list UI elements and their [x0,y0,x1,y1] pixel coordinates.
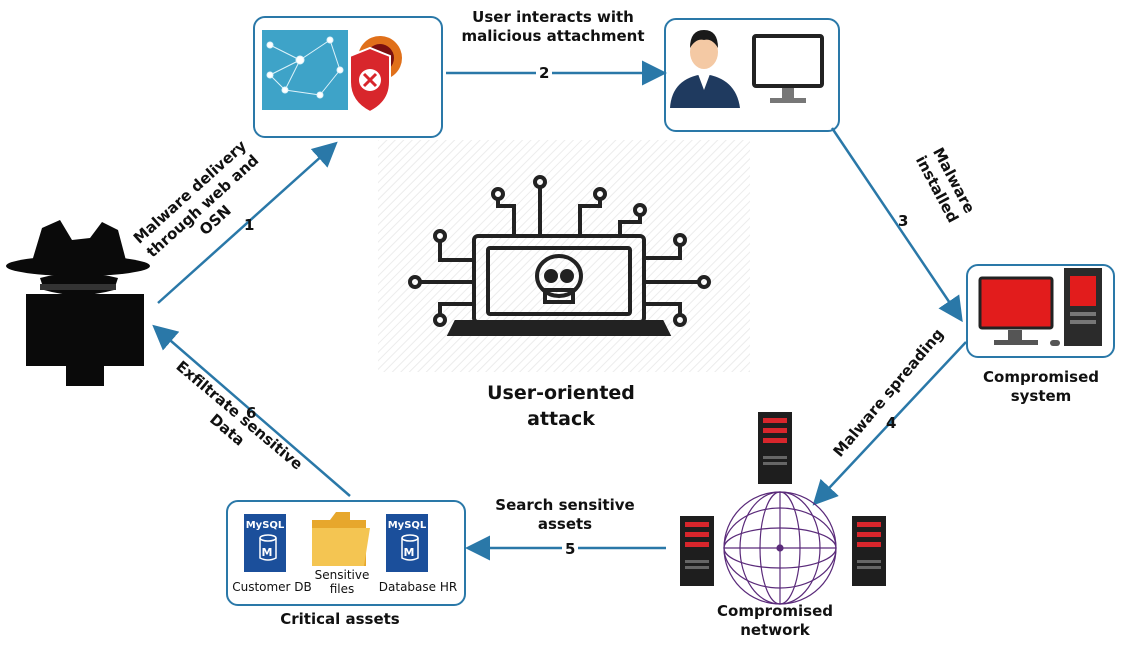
skull-laptop-icon [408,175,711,336]
compromised-system-label: Compromised system [983,368,1099,405]
customer-db-label: Customer DB [232,580,312,594]
mysql-db-icon: MySQL M [386,514,428,572]
step-1-number: 1 [244,216,255,234]
server-icon [680,516,714,586]
mysql-db-icon: MySQL M [244,514,286,572]
step-2-number: 2 [536,64,553,82]
arrow-3 [830,127,963,323]
svg-text:M: M [404,546,415,559]
step-2-label: User interacts with malicious attachment [461,8,645,45]
step-5-label: Search sensitive assets [495,496,635,533]
user-icon [670,30,740,108]
arrow-1 [157,141,338,304]
hacker-icon [6,220,150,386]
server-icon [758,412,792,484]
sensitive-files-label: Sensitive files [314,568,370,596]
shield-x-icon [349,46,391,114]
network-web-icon [262,30,348,110]
computer-icon [978,268,1102,346]
step-3-number: 3 [898,212,909,230]
critical-assets-title: Critical assets [280,610,400,628]
server-icon [852,516,886,586]
globe-icon [723,491,837,605]
monitor-icon [752,34,824,103]
center-title: User-oriented attack [487,382,635,430]
arrow-4 [812,341,967,506]
svg-text:MySQL: MySQL [246,520,285,531]
step-6-number: 6 [246,404,257,422]
compromised-network-label: Compromised network [717,602,833,639]
svg-text:M: M [262,546,273,559]
database-hr-label: Database HR [378,580,458,594]
arrow-6 [152,324,351,497]
step-4-number: 4 [886,414,897,432]
step-5-number: 5 [562,540,579,558]
folder-icon [312,512,370,566]
svg-text:MySQL: MySQL [388,520,427,531]
